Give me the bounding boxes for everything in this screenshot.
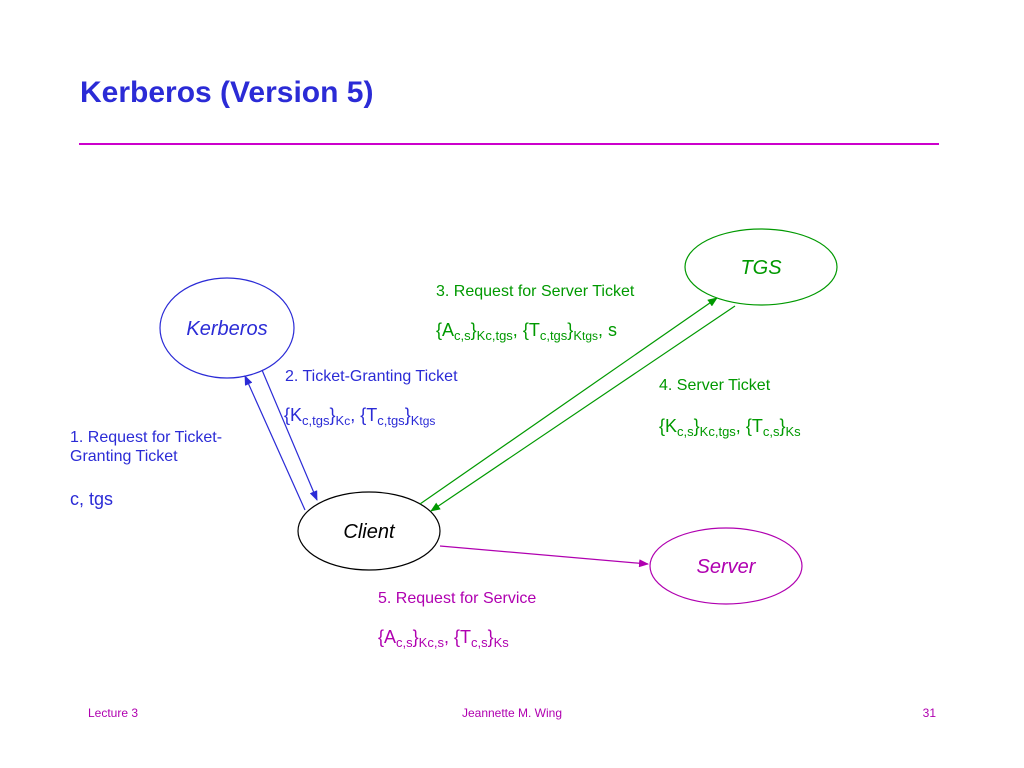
m3-key1: Kc,tgs [476,328,513,343]
m3-open2: {T [522,320,540,340]
title-divider [79,143,939,145]
message-2-formula: {Kc,tgs}Kc, {Tc,tgs}Ktgs [284,405,435,427]
message-1-formula: c, tgs [70,489,114,509]
m4-open2: {T [745,416,763,436]
m2-key1-sub: c [344,414,351,428]
m3-key2-sub: tgs [581,329,598,343]
arrow-2-kerberos-to-client [261,369,318,501]
server-label: Server [697,556,757,578]
m5-close2: } [487,627,494,647]
footer-page-number: 31 [922,706,936,720]
m4-close1: } [693,416,700,436]
m3-close2: } [567,320,574,340]
m2-close1: } [329,405,336,425]
node-client: Client [297,491,441,571]
m3-sub2: c,tgs [539,328,568,343]
m2-sub1: c,tgs [302,413,330,428]
message-5-formula: {Ac,s}Kc,s, {Tc,s}Ks [378,627,509,649]
m2-open1: {K [284,405,303,425]
server-ellipse [649,527,803,605]
message-5-label: 5. Request for Service [378,590,537,607]
m3-sep: , [512,320,523,340]
client-label: Client [343,521,396,543]
message-3-label: 3. Request for Server Ticket [436,283,635,300]
slide-title: Kerberos (Version 5) [80,76,374,109]
arrow-3-client-to-tgs [419,297,718,505]
m2-key2-sub: tgs [419,414,436,428]
message-4-label: 4. Server Ticket [659,377,771,394]
m3-sub1: c,s [454,328,471,343]
arrow-1-client-to-kerberos [244,375,306,511]
message-4-formula: {Kc,s}Kc,tgs, {Tc,s}Ks [659,416,801,438]
message-1-label: 1. Request for Ticket- Granting Ticket [70,428,222,466]
m4-sub2: c,s [762,424,780,439]
m4-close2: } [779,416,786,436]
m4-open1: {K [659,416,678,436]
message-2-label: 2. Ticket-Granting Ticket [285,368,458,385]
m4-key2: Ks [785,424,801,439]
m4-sep: , [735,416,746,436]
message-3-formula: {Ac,s}Kc,tgs, {Tc,tgs}Ktgs, s [436,320,617,342]
footer-author: Jeannette M. Wing [461,706,563,720]
m2-key1-base: K [335,413,345,428]
m5-open1: {A [378,627,397,647]
tgs-label: TGS [740,257,782,279]
arrow-4-tgs-to-client [430,305,736,512]
m2-key2-base: K [410,413,420,428]
m5-sep: , [443,627,454,647]
tgs-ellipse [684,228,838,306]
kerberos-ellipse [159,277,295,379]
message-1-label-line1: 1. Request for Ticket- [70,429,223,446]
node-tgs: TGS [684,228,838,306]
node-kerberos: Kerberos [159,277,295,379]
m5-open2: {T [453,627,471,647]
m5-sub2: c,s [471,635,488,650]
message-1-label-line2: Granting Ticket [70,448,178,466]
m2-sep: , [350,405,361,425]
m4-sub1: c,s [677,424,694,439]
m4-key1: Kc,tgs [699,424,736,439]
m2-open2: {T [360,405,378,425]
m2-sub2: c,tgs [377,413,405,428]
m3-close1: } [470,320,477,340]
m5-key2: Ks [493,635,509,650]
footer-lecture: Lecture 3 [88,706,139,720]
node-server: Server [649,527,803,605]
m3-tail: , s [598,320,618,340]
m5-close1: } [412,627,419,647]
m5-sub1: c,s [396,635,413,650]
m2-close2: } [404,405,411,425]
m3-open1: {A [436,320,455,340]
m5-key1: Kc,s [418,635,444,650]
arrow-5-client-to-server [439,545,649,568]
kerberos-label: Kerberos [186,318,267,340]
client-ellipse [297,491,441,571]
m3-key2-base: K [573,328,582,343]
